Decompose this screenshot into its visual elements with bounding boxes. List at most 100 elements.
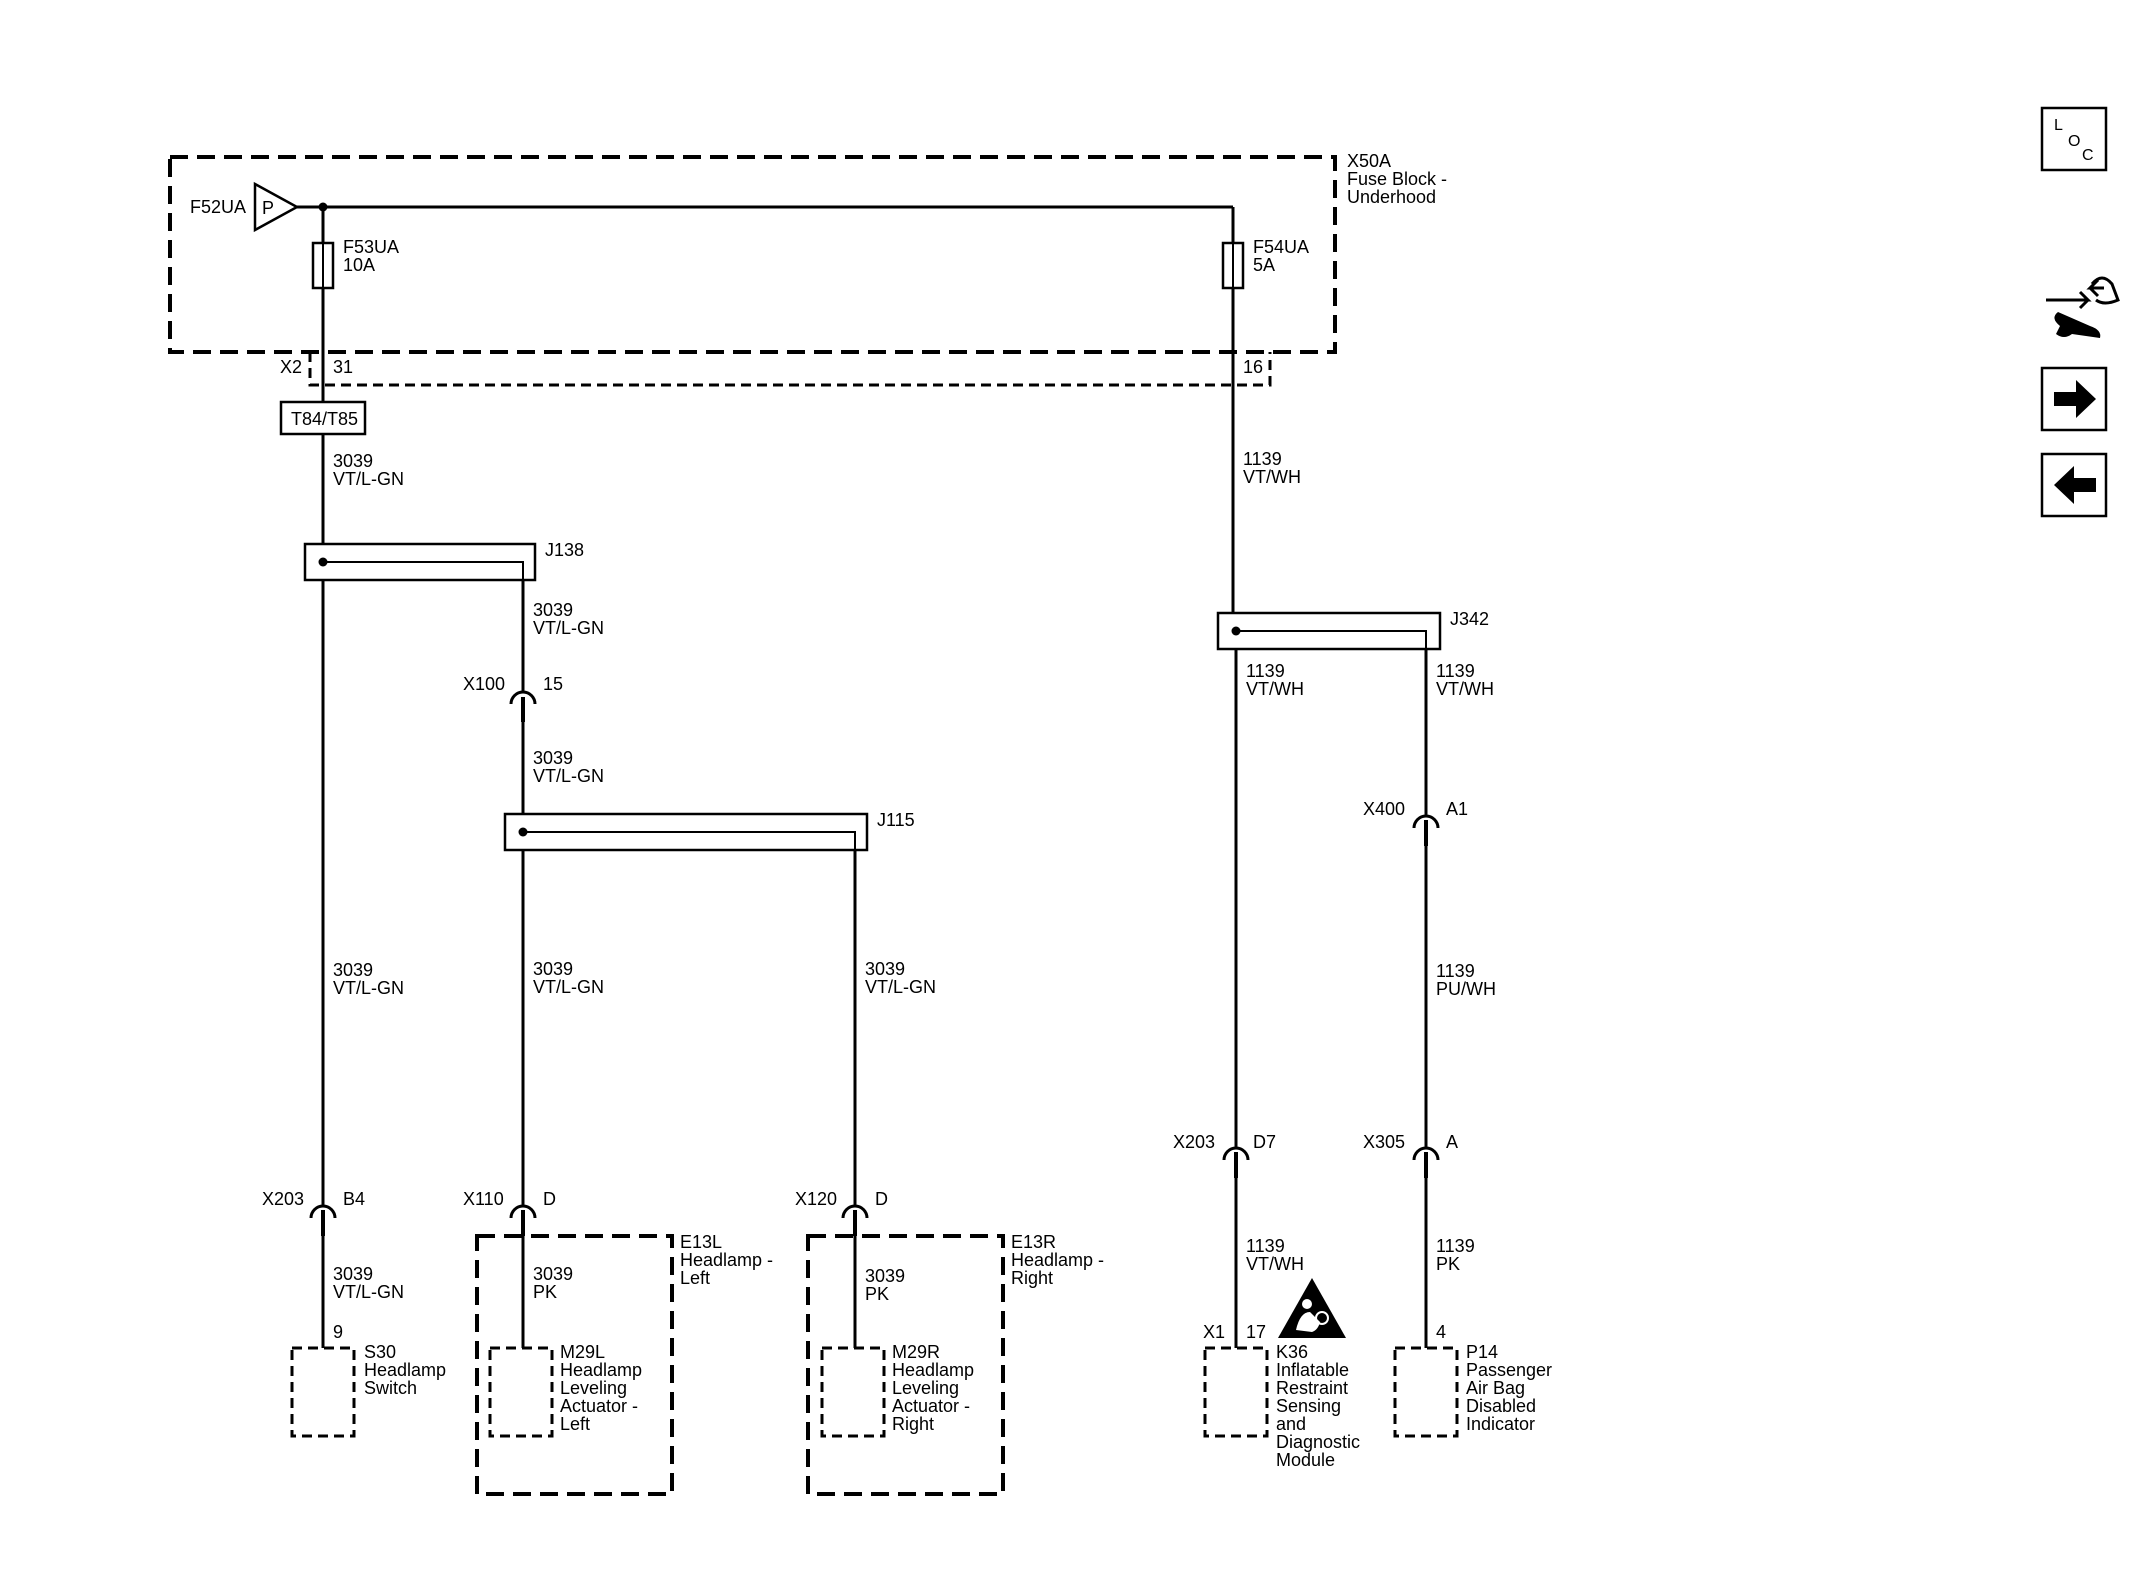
connector-x203-pin-b4: B4 [343, 1189, 365, 1209]
fuse-f54ua-id: F54UA [1253, 237, 1309, 257]
wire-pk-color-p14: PK [1436, 1254, 1460, 1274]
connector-x100-label: X100 [463, 674, 505, 694]
component-k36-name-4: and [1276, 1414, 1306, 1434]
connector-x120 [841, 1204, 869, 1219]
wire-3039-circuit-6: 3039 [533, 959, 573, 979]
component-p14-name-3: Disabled [1466, 1396, 1536, 1416]
loc-icon-o: O [2068, 133, 2080, 150]
component-e13r-name-2: Right [1011, 1268, 1053, 1288]
component-p14-name-2: Air Bag [1466, 1378, 1525, 1398]
wire-pk-color-right: PK [865, 1284, 889, 1304]
connector-x400 [1412, 814, 1440, 829]
connector-x400-pin-a1: A1 [1446, 799, 1468, 819]
wire-1139-color-4: VT/WH [1436, 679, 1494, 699]
component-k36-name-2: Restraint [1276, 1378, 1348, 1398]
component-k36-name-5: Diagnostic [1276, 1432, 1360, 1452]
component-k36-name-1: Inflatable [1276, 1360, 1349, 1380]
component-p14-name-1: Passenger [1466, 1360, 1552, 1380]
loc-button[interactable]: L O C [2040, 106, 2108, 172]
component-m29l-name-3: Actuator - [560, 1396, 638, 1416]
component-m29l-name-2: Leveling [560, 1378, 627, 1398]
component-s30-id: S30 [364, 1342, 396, 1362]
component-s30-outline [290, 1346, 356, 1438]
fuse-f54ua-rating: 5A [1253, 255, 1275, 275]
fuse-block-label-1: Fuse Block - [1347, 169, 1447, 189]
fuse-block-outline [168, 155, 1337, 354]
connector-x203-label-b: X203 [1173, 1132, 1215, 1152]
wire-1139-circuit-3: 1139 [1246, 1236, 1285, 1256]
component-e13r-name-1: Headlamp - [1011, 1250, 1104, 1270]
connector-x120-label: X120 [795, 1189, 837, 1209]
component-e13l-name-2: Left [680, 1268, 710, 1288]
fuse-f53ua-id: F53UA [343, 237, 399, 257]
splice-j115-label: J115 [877, 810, 915, 830]
connector-x110-pin-d: D [543, 1189, 556, 1209]
component-e13r-id: E13R [1011, 1232, 1056, 1252]
component-m29r-name-2: Leveling [892, 1378, 959, 1398]
component-m29l-name-4: Left [560, 1414, 590, 1434]
component-p14-name-4: Indicator [1466, 1414, 1535, 1434]
wire-3039-circuit-3: 3039 [333, 1264, 373, 1284]
wire-3039-circuit-7: 3039 [533, 1264, 573, 1284]
previous-page-button[interactable] [2040, 452, 2108, 518]
component-s30-name-2: Switch [364, 1378, 417, 1398]
splice-j138-bar [323, 561, 524, 580]
power-source-label: F52UA [190, 197, 246, 217]
wire-1139-color-2: VT/WH [1246, 679, 1304, 699]
wire-1139-circuit-2: 1139 [1246, 661, 1285, 681]
p14-pin: 4 [1436, 1322, 1446, 1342]
loc-icon-l: L [2054, 117, 2063, 134]
connector-x1-label: X1 [1203, 1322, 1225, 1342]
component-m29r-id: M29R [892, 1342, 940, 1362]
connector-x2-label: X2 [280, 357, 302, 377]
connector-x305-label: X305 [1363, 1132, 1405, 1152]
wire-1139-circuit-1: 1139 [1243, 449, 1282, 469]
component-p14-outline [1393, 1346, 1459, 1438]
connector-x305 [1412, 1146, 1440, 1161]
component-e13r-outline [806, 1234, 1005, 1496]
component-k36-id: K36 [1276, 1342, 1308, 1362]
connector-x1-pin-17: 17 [1246, 1322, 1266, 1342]
connector-x110 [509, 1204, 537, 1219]
wire-3039-circuit-9: 3039 [865, 1266, 905, 1286]
connector-x2-outline [308, 352, 1272, 387]
component-p14-id: P14 [1466, 1342, 1498, 1362]
component-e13l-name-1: Headlamp - [680, 1250, 773, 1270]
splice-j342-node [1231, 626, 1241, 636]
splice-j342-bar [1236, 630, 1427, 649]
wire-3039-circuit-2: 3039 [333, 960, 373, 980]
connector-x110-label: X110 [463, 1189, 504, 1209]
power-source-p: P [262, 198, 274, 218]
component-e13l-id: E13L [680, 1232, 722, 1252]
connector-x120-pin-d: D [875, 1189, 888, 1209]
component-m29l-outline [488, 1346, 554, 1438]
arrow-left-icon [2054, 466, 2096, 504]
connector-x203-label-a: X203 [262, 1189, 304, 1209]
connector-x2-pin-16: 16 [1243, 357, 1263, 377]
wire-3039-circuit-4: 3039 [533, 600, 573, 620]
wire-3039-color-2: VT/L-GN [333, 978, 404, 998]
connector-wrench-icon[interactable] [2046, 276, 2120, 338]
component-k36-outline [1203, 1346, 1269, 1438]
fuse-block-id: X50A [1347, 151, 1391, 171]
component-e13l-outline [475, 1234, 674, 1496]
component-k36-name-3: Sensing [1276, 1396, 1341, 1416]
wire-3039-circuit-5: 3039 [533, 748, 573, 768]
connector-x305-pin-a: A [1446, 1132, 1458, 1152]
s30-pin: 9 [333, 1322, 343, 1342]
connector-x100-pin-15: 15 [543, 674, 563, 694]
component-m29r-name-4: Right [892, 1414, 934, 1434]
wire-3039-color-8: VT/L-GN [865, 977, 936, 997]
wire-3039-color-6: VT/L-GN [533, 977, 604, 997]
wire-1139-color-3: VT/WH [1246, 1254, 1304, 1274]
component-m29l-name-1: Headlamp [560, 1360, 642, 1380]
arrow-right-icon [2054, 380, 2096, 418]
splice-j342-label: J342 [1450, 609, 1489, 629]
fuse-block-label-2: Underhood [1347, 187, 1436, 207]
component-s30-name-1: Headlamp [364, 1360, 446, 1380]
wire-3039-color-4: VT/L-GN [533, 618, 604, 638]
component-m29r-name-3: Actuator - [892, 1396, 970, 1416]
component-m29r-name-1: Headlamp [892, 1360, 974, 1380]
next-page-button[interactable] [2040, 366, 2108, 432]
